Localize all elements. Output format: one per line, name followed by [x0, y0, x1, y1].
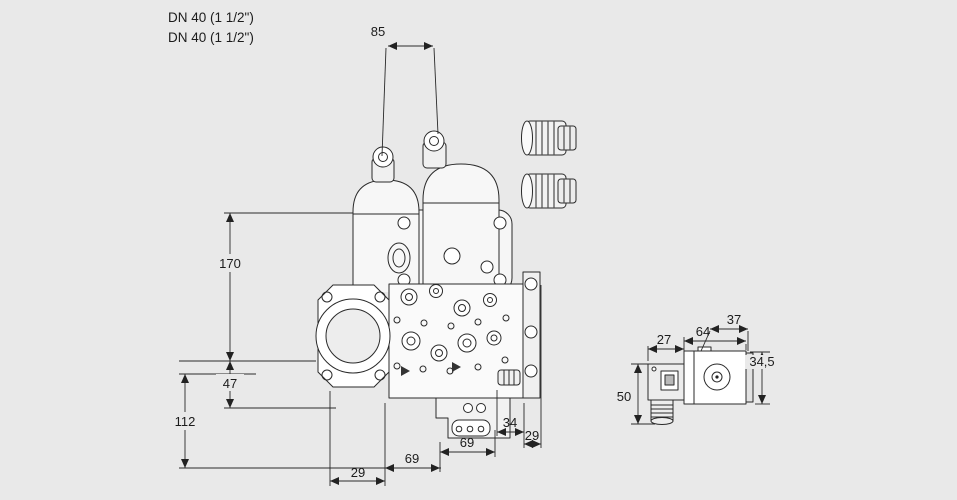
- dim-64: [683, 337, 747, 360]
- dim-27-label: 27: [657, 332, 671, 347]
- dimension-labels: DN 40 (1 1/2") DN 40 (1 1/2") 85 170 47 …: [166, 10, 780, 480]
- dimension-lines: [179, 42, 770, 486]
- left-actuator-dome: [352, 179, 420, 293]
- dim-85-label: 85: [371, 24, 385, 39]
- flow-arrow-icon: [452, 362, 461, 372]
- strainer-fittings: [521, 120, 577, 209]
- dim-29-right: [524, 285, 542, 448]
- dim-50-label: 50: [617, 389, 631, 404]
- dim-50: [631, 363, 655, 425]
- dim-37: [700, 325, 749, 352]
- main-valve-drawing: [315, 130, 541, 439]
- dim-27: [647, 345, 684, 361]
- dim-85: [381, 42, 439, 157]
- dim-37-label: 37: [727, 312, 741, 327]
- label-dn-bottom: DN 40 (1 1/2"): [168, 30, 254, 45]
- dim-47-label: 47: [223, 376, 237, 391]
- dim-34-5-label: 34,5: [749, 354, 774, 369]
- dim-69-right: [440, 430, 496, 457]
- right-actuator-dome: [422, 163, 500, 291]
- dim-34-label: 34: [503, 415, 517, 430]
- dim-69-right-label: 69: [460, 435, 474, 450]
- dim-69-left: [385, 442, 441, 472]
- dim-29-bottom: [329, 391, 386, 486]
- dim-112-label: 112: [175, 414, 196, 429]
- dim-29-bottom-label: 29: [351, 465, 365, 480]
- dim-170: [179, 212, 353, 362]
- flow-arrow-icon: [401, 366, 410, 376]
- label-dn-top: DN 40 (1 1/2"): [168, 10, 254, 25]
- dim-170-label: 170: [219, 256, 241, 271]
- dim-64-label: 64: [696, 324, 710, 339]
- dim-69-left-label: 69: [405, 451, 419, 466]
- dim-29-right-label: 29: [525, 428, 539, 443]
- side-view-drawing: [647, 346, 754, 425]
